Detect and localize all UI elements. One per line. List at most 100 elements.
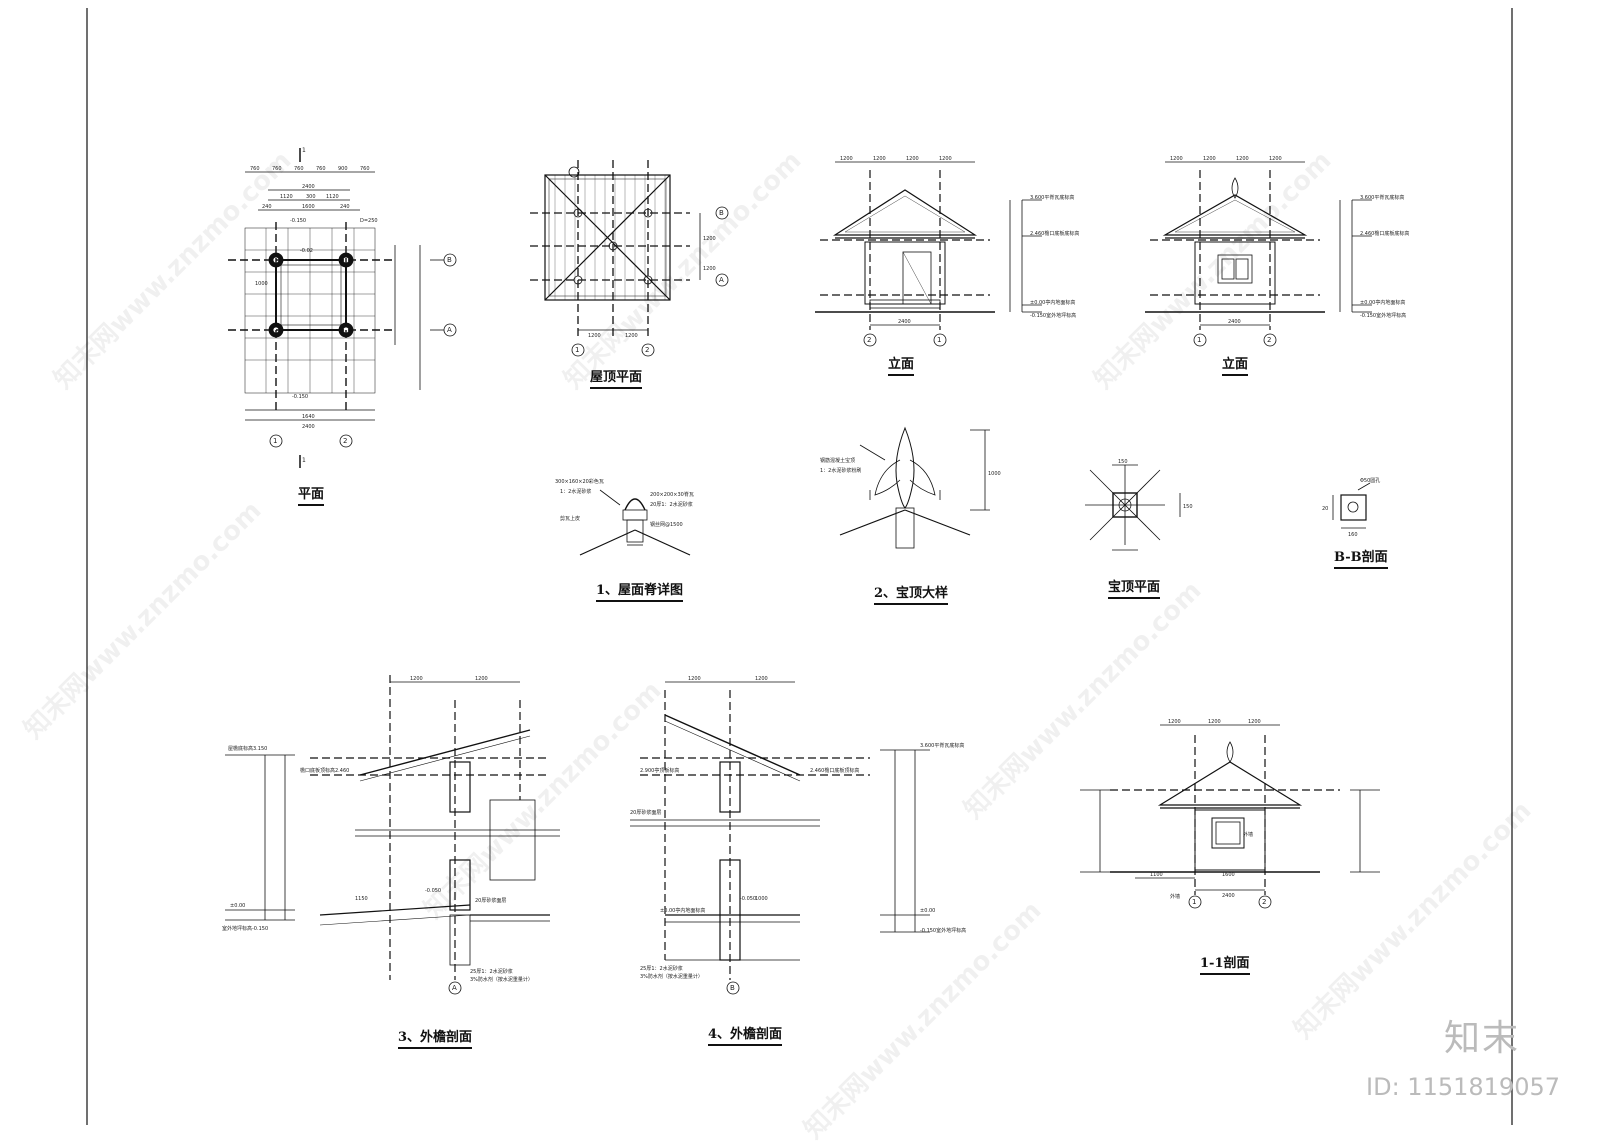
title-eave-section-4-text: 4、外檐剖面 <box>708 1027 783 1042</box>
roof-grid-2: 2 <box>645 346 649 354</box>
plan-dim-text: 240 <box>340 204 350 210</box>
plan-level-text: -0.150 <box>292 394 308 400</box>
elev-level-text: 3.600平脊瓦底标高 <box>1360 194 1404 201</box>
section11-drawing <box>1080 724 1380 909</box>
elev-dim-text: 2400 <box>898 319 911 325</box>
elevation-front-drawing <box>815 161 1042 347</box>
title-finial-detail: 2、宝顶大样 <box>874 582 949 605</box>
ridge-note: 1：2水泥砂浆 <box>560 488 591 495</box>
brand-logo: 知末 <box>1443 1018 1520 1059</box>
roof-dim-text: 1200 <box>703 266 716 272</box>
sec11-dim: 1200 <box>1248 719 1261 725</box>
plan-dim-text: 300 <box>306 194 316 200</box>
sec3-dim: 1200 <box>475 676 488 682</box>
elev-grid-1: 1 <box>1197 336 1201 344</box>
section3-labels: 1200 1200 屋檐底标高3.150 檐口底板顶标高2.460 ±0.00 … <box>222 676 533 992</box>
title-elevation-front-text: 立面 <box>888 357 915 372</box>
bb-dim: 160 <box>1348 532 1358 538</box>
sec3-dim: 1200 <box>410 676 423 682</box>
sec3-note: 20厚砂浆面层 <box>475 897 506 904</box>
sec11-dim: 1600 <box>1222 872 1235 878</box>
title-elevation-front: 立面 <box>888 353 915 376</box>
elev-grid-2: 2 <box>867 336 871 344</box>
sec4-level: 2.900亭顶板标高 <box>640 767 679 774</box>
elevation-side-labels: 1200 1200 1200 1200 2400 3.600平脊瓦底标高 2.4… <box>1170 156 1409 344</box>
elev-dim-text: 1200 <box>1269 156 1282 162</box>
sec4-level: ±0.00亭内地面标高 <box>660 907 705 914</box>
sec4-level: 2.460檐口底板顶标高 <box>810 767 859 774</box>
plan-dim-text: 760 <box>316 166 326 172</box>
plan-dim-text: 2400 <box>302 184 315 190</box>
sec11-dim: 1100 <box>1150 872 1163 878</box>
sec4-grid: B <box>730 984 735 992</box>
finial-plan-dim: 150 <box>1183 504 1193 510</box>
finial-plan-dim: 150 <box>1118 459 1128 465</box>
bb-note: Φ50圆孔 <box>1360 477 1380 484</box>
ridge-note: 剪瓦上皮 <box>560 515 580 522</box>
title-eave-section-4: 4、外檐剖面 <box>708 1023 783 1046</box>
elev-level-text: 3.600平脊瓦底标高 <box>1030 194 1074 201</box>
plan-dim-text: 900 <box>338 166 348 172</box>
roof-grid-1: 1 <box>575 346 579 354</box>
ridge-detail-labels: 300×160×20彩色瓦 1：2水泥砂浆 200×200×30脊瓦 20厚1：… <box>555 478 694 528</box>
finial-detail-drawing <box>839 426 990 549</box>
finial-note: 钢筋混凝土宝顶 <box>820 457 855 464</box>
title-ridge-detail: 1、屋面脊详图 <box>596 579 684 602</box>
elevation-side-drawing <box>1145 161 1372 347</box>
title-plan-text: 平面 <box>298 487 325 502</box>
plan-dim-text: 1120 <box>280 194 293 200</box>
roof-grid-b: B <box>719 209 724 217</box>
finial-detail-labels: 钢筋混凝土宝顶 1：2水泥砂浆粉刷 1000 <box>820 457 1001 477</box>
section4-labels: 1200 1200 2.900亭顶板标高 2.460檐口底板顶标高 ±0.00亭… <box>630 676 966 992</box>
title-finial-plan: 宝顶平面 <box>1108 576 1161 599</box>
sec3-dim: 1150 <box>355 896 368 902</box>
sec4-level: 3.600平脊瓦底标高 <box>920 742 964 749</box>
elev-dim-text: 1200 <box>1203 156 1216 162</box>
elev-dim-text: 1200 <box>873 156 886 162</box>
plan-dim-text: 2400 <box>302 424 315 430</box>
sec11-dim: 1200 <box>1168 719 1181 725</box>
title-plan: 平面 <box>298 483 325 506</box>
elev-level-text: 2.460檐口底板底标高 <box>1030 230 1079 237</box>
sec4-dim: 1000 <box>755 896 768 902</box>
plan-grid-1: 1 <box>273 437 277 445</box>
roof-dim-text: 1200 <box>703 236 716 242</box>
ridge-note: 200×200×30脊瓦 <box>650 491 694 498</box>
title-finial-plan-text: 宝顶平面 <box>1108 580 1161 595</box>
elev-dim-text: 1200 <box>939 156 952 162</box>
sec4-dim: 1200 <box>755 676 768 682</box>
plan-dim-text: 1600 <box>302 204 315 210</box>
title-eave-section-3-text: 3、外檐剖面 <box>398 1030 473 1045</box>
sec3-note: 3%防水剂（按水泥重量计） <box>470 976 533 983</box>
sec3-level: ±0.00 <box>230 903 245 909</box>
sec3-level: 檐口底板顶标高2.460 <box>300 767 349 774</box>
ridge-note: 300×160×20彩色瓦 <box>555 478 604 485</box>
plan-grid-b: B <box>447 256 452 264</box>
elev-grid-1: 1 <box>937 336 941 344</box>
sec4-level: -0.150室外地坪标高 <box>920 927 966 934</box>
plan-dim-text: 240 <box>262 204 272 210</box>
plan-level-text: -0.150 <box>290 218 306 224</box>
sec4-dim: 1200 <box>688 676 701 682</box>
title-ridge-detail-text: 1、屋面脊详图 <box>596 583 684 598</box>
elev-level-text: 2.460檐口底板底标高 <box>1360 230 1409 237</box>
image-id: ID: 1151819057 <box>1366 1073 1560 1101</box>
ridge-note: 钢丝网@1500 <box>650 521 683 528</box>
roof-plan-drawing <box>530 160 729 357</box>
ridge-note: 20厚1：2水泥砂浆 <box>650 501 693 508</box>
sec11-dim: 1200 <box>1208 719 1221 725</box>
title-section-bb: B-B剖面 <box>1334 546 1388 569</box>
bb-dim: 20 <box>1322 506 1328 512</box>
sec3-level: 室外地坪标高-0.150 <box>222 925 268 932</box>
plan-dim-text: 1120 <box>326 194 339 200</box>
section-bb-labels: Φ50圆孔 160 20 <box>1322 477 1380 538</box>
title-section-bb-text: B-B剖面 <box>1334 550 1388 565</box>
sec3-note: 25厚1：2水泥砂浆 <box>470 968 513 975</box>
elev-dim-text: 1200 <box>840 156 853 162</box>
roof-dim-text: 1200 <box>625 333 638 339</box>
plan-note-text: D=250 <box>360 218 378 224</box>
title-eave-section-3: 3、外檐剖面 <box>398 1026 473 1049</box>
plan-grid-2: 2 <box>343 437 347 445</box>
elev-grid-2: 2 <box>1267 336 1271 344</box>
